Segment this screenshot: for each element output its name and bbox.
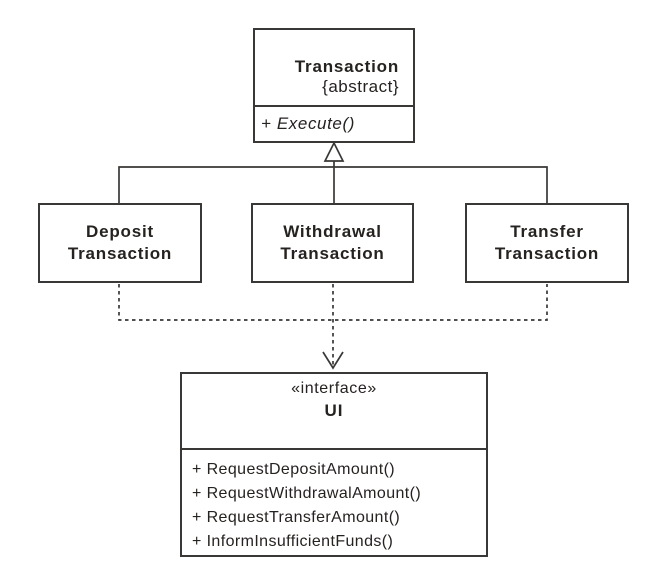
dependency-open-arrow-icon [322,351,344,370]
transfer-transaction-class-name: Transfer Transaction [494,222,600,263]
withdrawal-transaction-class-box: Withdrawal Transaction [251,203,414,283]
inform-insufficient-funds-method-label: + InformInsufficientFunds() [192,533,394,550]
generalization-rail-line [118,166,548,203]
request-deposit-amount-method-label: + RequestDepositAmount() [192,461,396,478]
request-transfer-amount-method-label: + RequestTransferAmount() [192,509,401,526]
withdrawal-transaction-class-name: Withdrawal Transaction [280,222,385,263]
ui-class-name: UI [324,401,344,420]
deposit-transaction-class-name: Deposit Transaction [67,222,173,263]
interface-stereotype-label: «interface» [291,380,377,397]
transfer-transaction-class-box: Transfer Transaction [465,203,629,283]
deposit-transaction-class-box: Deposit Transaction [38,203,202,283]
transaction-class-name: Transaction [294,57,399,76]
ui-name-compartment: «interface» UI [182,374,486,450]
ui-interface-class-box: «interface» UI + RequestDepositAmount() … [180,372,488,557]
abstract-constraint-label: {abstract} [322,77,399,96]
execute-method-label: + Execute() [261,114,355,133]
generalization-triangle-icon [323,141,345,162]
ui-method-compartment: + RequestDepositAmount() + RequestWithdr… [182,450,486,554]
transaction-method-compartment: + Execute() [255,107,413,141]
transaction-class-box: Transaction {abstract} + Execute() [253,28,415,143]
request-withdrawal-amount-method-label: + RequestWithdrawalAmount() [192,485,422,502]
transaction-name-compartment: Transaction {abstract} [255,30,413,107]
